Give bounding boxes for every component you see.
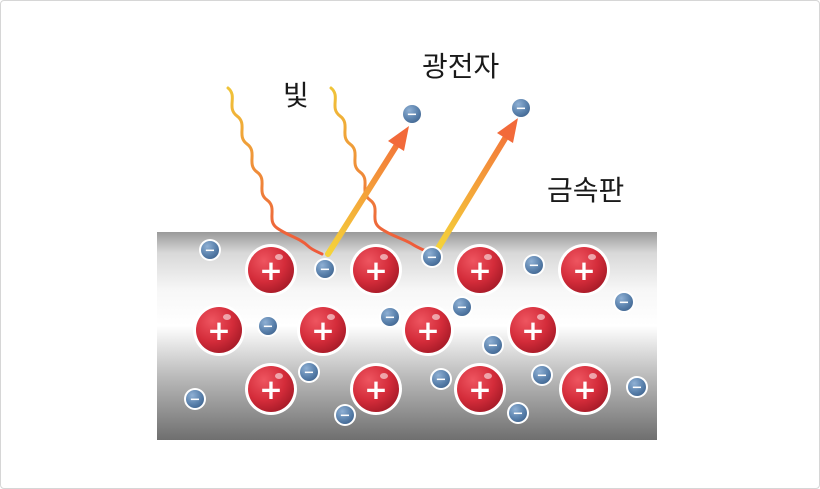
minus-sign: − (304, 366, 315, 381)
light-wave (329, 86, 430, 254)
positive-ion: + (245, 244, 297, 296)
plus-sign: + (259, 254, 282, 287)
positive-ion: + (193, 304, 245, 356)
positive-ion: + (402, 304, 454, 356)
electron: − (523, 254, 545, 276)
electron: − (401, 103, 423, 125)
emission-arrow-head (388, 126, 409, 151)
electron: − (482, 334, 504, 356)
minus-sign: − (340, 409, 351, 424)
plus-sign: + (364, 254, 387, 287)
electron: − (184, 388, 206, 410)
positive-ion: + (454, 363, 506, 415)
minus-sign: − (529, 259, 540, 274)
plus-sign: + (311, 314, 334, 347)
light-wave (226, 86, 324, 256)
minus-sign: − (320, 263, 331, 278)
minus-sign: − (263, 320, 274, 335)
electron: − (298, 361, 320, 383)
label-photoelectron: 광전자 (422, 50, 499, 83)
positive-ion: + (350, 363, 402, 415)
electron: − (199, 239, 221, 261)
plus-sign: + (207, 314, 230, 347)
label-metal-plate: 금속판 (547, 174, 624, 207)
positive-ion: + (559, 363, 611, 415)
electron: − (510, 97, 532, 119)
positive-ion: + (558, 244, 610, 296)
positive-ion: + (297, 304, 349, 356)
positive-ion: + (507, 304, 559, 356)
plus-sign: + (468, 373, 491, 406)
plus-sign: + (468, 254, 491, 287)
electron: − (430, 368, 452, 390)
minus-sign: − (436, 373, 447, 388)
electron: − (613, 291, 635, 313)
minus-sign: − (513, 407, 524, 422)
plus-sign: + (521, 314, 544, 347)
plus-sign: + (364, 373, 387, 406)
minus-sign: − (619, 296, 630, 311)
label-light: 빛 (283, 79, 309, 112)
minus-sign: − (488, 339, 499, 354)
emission-arrow-head (497, 118, 518, 143)
minus-sign: − (632, 381, 643, 396)
electron: − (626, 376, 648, 398)
plus-sign: + (573, 373, 596, 406)
minus-sign: − (457, 301, 468, 316)
emission-arrow-shaft (325, 137, 403, 257)
positive-ion: + (245, 363, 297, 415)
minus-sign: − (385, 311, 396, 326)
electron: − (451, 296, 473, 318)
minus-sign: − (190, 393, 201, 408)
electron: − (314, 258, 336, 280)
electron: − (421, 246, 443, 268)
electrons: − − − − − − − − − − − − − − − − − − (184, 97, 648, 426)
plus-sign: + (259, 373, 282, 406)
plus-sign: + (416, 314, 439, 347)
minus-sign: − (407, 108, 418, 123)
emission-arrow-shaft (434, 129, 512, 253)
electron: − (257, 315, 279, 337)
positive-ion: + (350, 244, 402, 296)
minus-sign: − (516, 102, 527, 117)
minus-sign: − (537, 369, 548, 384)
electron: − (531, 364, 553, 386)
plus-sign: + (572, 254, 595, 287)
electron: − (379, 306, 401, 328)
positive-ions: + + + + + + + + + + + + (193, 244, 611, 415)
minus-sign: − (427, 251, 438, 266)
positive-ion: + (454, 244, 506, 296)
electron: − (334, 404, 356, 426)
minus-sign: − (205, 244, 216, 259)
electron: − (507, 402, 529, 424)
